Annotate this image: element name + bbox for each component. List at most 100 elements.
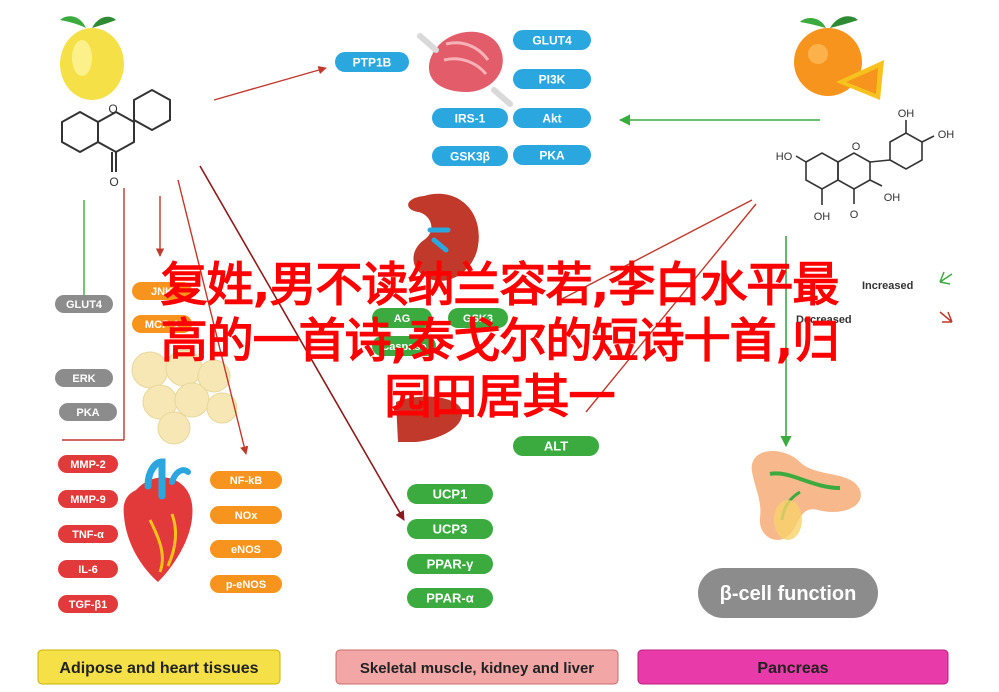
quercetin-oh-bottom-right: OH <box>884 192 901 204</box>
pill-cytokine-2 <box>58 525 118 543</box>
pill-cytokine-3-label: IL-6 <box>78 564 98 576</box>
adipocyte-cluster-icon <box>131 349 238 445</box>
pill-ucp-1-label: UCP3 <box>433 522 468 537</box>
quercetin-o-ring: O <box>852 141 861 153</box>
quercetin-oh-top: OH <box>898 108 915 120</box>
muscle-icon <box>417 31 513 107</box>
pill-pi3k-label: PI3K <box>539 72 566 86</box>
pill-cytokine-0 <box>58 455 118 473</box>
overlay-line-1: 复姓,男不读纳兰容若,李白水平最 <box>160 258 840 313</box>
pill-vascular-0-label: NF-kB <box>230 475 262 487</box>
liver-icon <box>396 396 463 442</box>
footer-skeletal-label: Skeletal muscle, kidney and liver <box>360 660 594 677</box>
pill-cytokine-1-label: MMP-9 <box>70 494 105 506</box>
pill-pka-right <box>513 145 591 165</box>
arrows-group <box>62 66 820 521</box>
flavone-o-ring: O <box>108 102 117 116</box>
pill-vascular-1-label: NOx <box>235 510 259 522</box>
pill-ucp-3-label: PPAR-α <box>426 591 473 606</box>
legend-increased: Increased <box>862 280 913 292</box>
pill-vascular-3 <box>210 575 282 593</box>
arrow-to-ucp <box>199 165 405 521</box>
footer-skeletal-box <box>335 649 619 685</box>
footer-adipose-box <box>37 649 281 685</box>
pill-erk <box>55 369 113 387</box>
pill-alt <box>513 436 599 456</box>
arrow-vascular <box>177 179 249 455</box>
pill-cytokine-4-label: TGF-β1 <box>69 599 108 611</box>
footer-adipose-label: Adipose and heart tissues <box>59 660 258 677</box>
pill-akt-label: Akt <box>542 111 561 125</box>
pill-gsk3 <box>448 308 508 328</box>
quercetin-molecule-icon <box>795 120 935 205</box>
quercetin-ho-left: HO <box>776 151 793 163</box>
legend: Increased Decreased <box>796 271 953 326</box>
pill-vascular-3-label: p-eNOS <box>226 579 266 591</box>
increased-arrow-icon <box>939 271 953 285</box>
pill-mcp1 <box>132 315 192 333</box>
overlay-line-3: 园田居其一 <box>384 370 616 425</box>
kidney-icon <box>408 193 479 281</box>
pill-gsk3b <box>432 146 508 166</box>
pill-mcp1-label: MCP-1 <box>145 319 179 331</box>
arrow-from-quercetin-1 <box>559 199 753 301</box>
pill-jnk-label: JNK <box>151 286 173 298</box>
quercetin-oh-right: OH <box>938 129 955 141</box>
footer-pancreas-label: Pancreas <box>757 660 828 677</box>
overlay-line-2: 高的一首诗,泰戈尔的短诗十首,归 <box>160 314 840 369</box>
arrow-from-quercetin-2 <box>585 203 757 413</box>
arrow-to-ptp1b <box>213 66 327 101</box>
pill-pka-right-label: PKA <box>539 148 565 162</box>
pill-cytokine-4 <box>58 595 118 613</box>
pill-vascular-2 <box>210 540 282 558</box>
flavone-molecule-icon <box>61 88 171 172</box>
pill-irs1 <box>432 108 508 128</box>
pill-glut4-left-label: GLUT4 <box>66 299 103 311</box>
pill-cytokine-1 <box>58 490 118 508</box>
legend-decreased: Decreased <box>796 314 852 326</box>
pill-erk-label: ERK <box>72 373 95 385</box>
footer-pancreas-box <box>637 649 949 685</box>
pill-glut4 <box>513 30 591 50</box>
pill-vascular-0 <box>210 471 282 489</box>
pill-caspase <box>372 336 436 356</box>
pill-glut4-left <box>55 295 113 313</box>
pill-cytokine-2-label: TNF-α <box>72 529 104 541</box>
pill-ag-label: AG <box>394 313 411 325</box>
pill-ag <box>372 308 432 328</box>
lemon-icon <box>60 16 124 100</box>
quercetin-o-keto: O <box>850 209 859 221</box>
pill-cytokine-0-label: MMP-2 <box>70 459 105 471</box>
pill-ucp-0-label: UCP1 <box>433 487 468 502</box>
pill-ucp-3 <box>407 588 493 608</box>
pill-vascular-1 <box>210 506 282 524</box>
pill-ucp-2 <box>407 554 493 574</box>
decreased-arrow-icon <box>939 311 953 323</box>
pill-gsk3b-label: GSK3β <box>450 149 490 163</box>
pancreas-icon <box>751 451 861 540</box>
footer: Adipose and heart tissues Skeletal muscl… <box>37 649 949 685</box>
heart-icon <box>123 458 193 582</box>
pill-pka-left-label: PKA <box>76 407 99 419</box>
pill-glut4-label: GLUT4 <box>532 33 572 47</box>
flavone-o-keto: O <box>109 175 118 189</box>
pill-pka-left <box>59 403 117 421</box>
pill-ucp-0 <box>407 484 493 504</box>
pill-ucp-1 <box>407 519 493 539</box>
pill-gsk3-label: GSK3 <box>463 313 493 325</box>
quercetin-oh-bottom-left: OH <box>814 211 831 223</box>
pill-pi3k <box>513 69 591 89</box>
pill-caspase-label: Caspase <box>381 341 426 353</box>
pill-ptp1b <box>335 52 409 72</box>
overlay-title: 复姓,男不读纳兰容若,李白水平最 高的一首诗,泰戈尔的短诗十首,归 园田居其一 <box>0 258 999 426</box>
pill-jnk <box>132 282 192 300</box>
pill-vascular-2-label: eNOS <box>231 544 261 556</box>
beta-cell-label: β-cell function <box>720 583 857 605</box>
pill-irs1-label: IRS-1 <box>455 111 486 125</box>
pill-cytokine-3 <box>58 560 118 578</box>
pill-akt <box>513 108 591 128</box>
beta-cell-box: β-cell function <box>698 568 878 618</box>
